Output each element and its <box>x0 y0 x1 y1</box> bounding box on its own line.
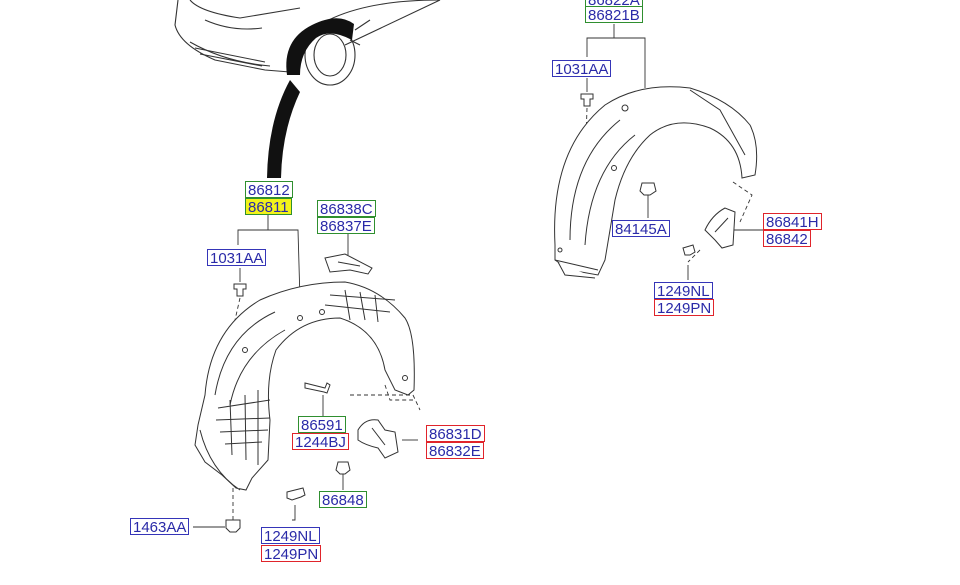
clip-icon <box>233 283 247 297</box>
part-label-1244BJ[interactable]: 1244BJ <box>292 433 349 451</box>
screw-icon <box>682 244 696 256</box>
part-label-86842[interactable]: 86842 <box>763 230 811 248</box>
part-label-84145A[interactable]: 84145A <box>612 220 670 238</box>
bracket-icon <box>324 253 373 275</box>
mud-guard-icon <box>357 419 399 459</box>
part-label-1249NL[interactable]: 1249NL <box>261 527 320 545</box>
part-label-86838C[interactable]: 86838C <box>317 200 376 218</box>
part-label-86841H[interactable]: 86841H <box>763 213 822 231</box>
part-label-86821B[interactable]: 86821B <box>585 6 643 24</box>
screw-icon <box>225 519 241 533</box>
mud-guard-icon <box>704 207 736 249</box>
nut-icon <box>335 461 351 475</box>
left-leader-lines <box>193 215 421 528</box>
pointer-arrow <box>267 80 300 178</box>
part-label-1031AA-rear[interactable]: 1031AA <box>552 60 612 78</box>
part-label-1463AA[interactable]: 1463AA <box>130 518 190 536</box>
part-label-86812[interactable]: 86812 <box>245 181 293 199</box>
screw-icon <box>304 382 331 394</box>
rear-wheel-liner <box>554 86 758 279</box>
clip-icon <box>580 93 594 107</box>
fender-highlight <box>286 18 354 76</box>
nut-icon <box>639 182 657 196</box>
part-label-1249PN[interactable]: 1249PN <box>261 545 322 563</box>
part-label-1249NL-rear[interactable]: 1249NL <box>654 282 713 300</box>
front-wheel-liner <box>194 281 415 491</box>
part-label-86811[interactable]: 86811 <box>245 198 292 216</box>
part-label-86831D[interactable]: 86831D <box>426 425 485 443</box>
part-label-1249PN-rear[interactable]: 1249PN <box>654 299 715 317</box>
part-label-86837E[interactable]: 86837E <box>317 217 375 235</box>
part-label-86832E[interactable]: 86832E <box>426 442 484 460</box>
part-label-1031AA[interactable]: 1031AA <box>207 249 267 267</box>
part-label-86848[interactable]: 86848 <box>319 491 367 509</box>
screw-icon <box>286 487 306 501</box>
part-label-86591[interactable]: 86591 <box>298 416 346 434</box>
